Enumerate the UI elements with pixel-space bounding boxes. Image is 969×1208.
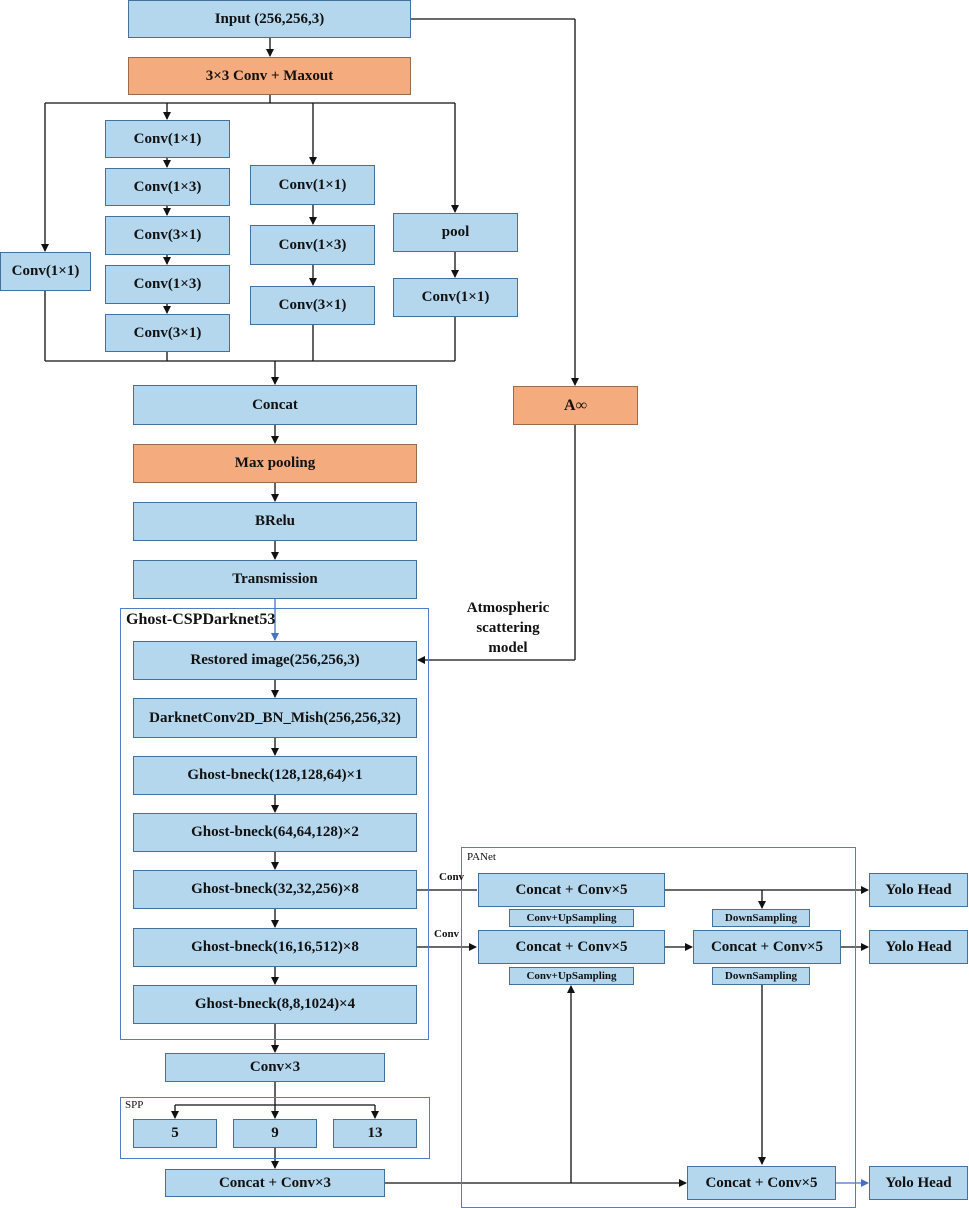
ghost-bneck-8-box: Ghost-bneck(8,8,1024)×4 [133,985,417,1024]
downsampling-bottom: DownSampling [712,967,810,985]
ghost-bneck-32-box: Ghost-bneck(32,32,256)×8 [133,870,417,909]
yolo-head-3: Yolo Head [869,1166,968,1200]
branch3-conv-1x3: Conv(1×3) [250,225,375,265]
conv-upsampling-top: Conv+UpSampling [509,909,634,927]
darknet-conv-box: DarknetConv2D_BN_Mish(256,256,32) [133,698,417,738]
backbone-title: Ghost-CSPDarknet53 [126,611,276,628]
ghost-bneck-64-box: Ghost-bneck(64,64,128)×2 [133,813,417,852]
branch2-conv-3x1-b: Conv(3×1) [105,314,230,352]
ghost-bneck-128-box: Ghost-bneck(128,128,64)×1 [133,756,417,795]
spp-pool-9: 9 [233,1119,317,1148]
downsampling-top: DownSampling [712,909,810,927]
branch2-conv-1x3-b: Conv(1×3) [105,265,230,304]
restored-image-box: Restored image(256,256,3) [133,641,417,680]
conv3-top-box: Conv×3 [165,1053,385,1082]
branch4-pool: pool [393,213,518,252]
input-box: Input (256,256,3) [128,0,411,38]
atmospheric-label-line3: model [488,640,528,656]
backbone-group [120,608,429,1040]
panet-concat-conv5-mid-left: Concat + Conv×5 [478,930,665,964]
panet-title: PANet [467,851,496,863]
transmission-box: Transmission [133,560,417,599]
ghost-bneck-16-box: Ghost-bneck(16,16,512)×8 [133,928,417,967]
panet-concat-conv5-top: Concat + Conv×5 [478,873,665,907]
panet-concat-conv5-bottom: Concat + Conv×5 [687,1166,836,1200]
atmospheric-scattering-label: Atmospheric scattering model [448,598,568,658]
yolo-head-2: Yolo Head [869,930,968,964]
branch3-conv-1x1: Conv(1×1) [250,165,375,205]
brelu-box: BRelu [133,502,417,541]
branch2-conv-1x3-a: Conv(1×3) [105,168,230,206]
max-pooling-box: Max pooling [133,444,417,483]
conv-upsampling-bottom: Conv+UpSampling [509,967,634,985]
concat-box: Concat [133,385,417,425]
conv-label-lower: Conv [434,928,460,940]
concat-conv3-box: Concat + Conv×3 [165,1169,385,1197]
conv-label-upper: Conv [439,871,465,883]
conv-maxout-box: 3×3 Conv + Maxout [128,57,411,95]
yolo-head-1: Yolo Head [869,873,968,907]
spp-group [120,1097,430,1159]
a-infinity-box: A∞ [513,386,638,425]
spp-pool-5: 5 [133,1119,217,1148]
branch4-conv-1x1: Conv(1×1) [393,278,518,317]
branch3-conv-3x1: Conv(3×1) [250,286,375,325]
branch1-conv-1x1: Conv(1×1) [0,252,91,291]
atmospheric-label-line1: Atmospheric [466,600,550,616]
branch2-conv-1x1: Conv(1×1) [105,120,230,158]
branch2-conv-3x1-a: Conv(3×1) [105,216,230,255]
spp-title: SPP [125,1099,144,1111]
panet-concat-conv5-mid-right: Concat + Conv×5 [693,930,841,964]
atmospheric-label-line2: scattering [476,620,540,636]
spp-pool-13: 13 [333,1119,417,1148]
